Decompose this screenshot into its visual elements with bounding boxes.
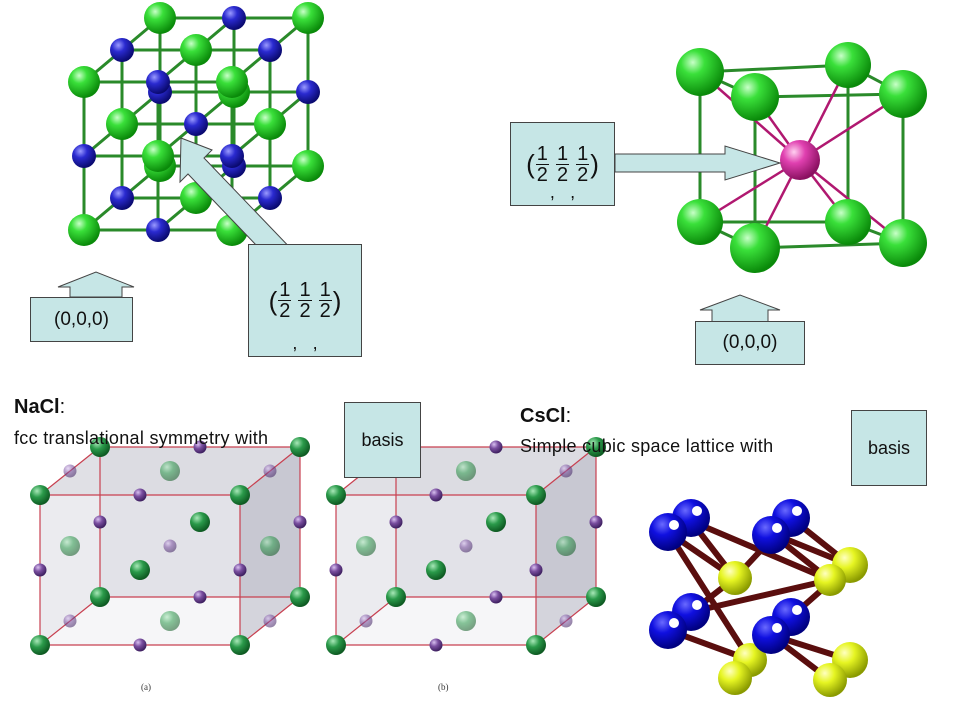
cl-atom	[290, 437, 310, 457]
cl-atom	[160, 611, 180, 631]
cl-atom	[356, 536, 376, 556]
na-atom	[63, 614, 77, 628]
na-atom	[389, 515, 403, 529]
cl-atom	[326, 485, 346, 505]
cl-atom	[180, 34, 212, 66]
cl-atom	[326, 635, 346, 655]
na-atom	[146, 70, 170, 94]
cl-atom	[60, 536, 80, 556]
nacl-cube-figure-b	[326, 437, 606, 655]
cl-atom	[68, 66, 100, 98]
na-atom	[263, 614, 277, 628]
na-atom	[233, 563, 247, 577]
na-atom	[263, 464, 277, 478]
na-atom	[459, 539, 473, 553]
cl-atom	[190, 512, 210, 532]
na-atom	[489, 590, 503, 604]
na-atom	[589, 515, 603, 529]
cscl-basis-arrow	[614, 145, 782, 181]
na-atom	[110, 38, 134, 62]
na-atom	[193, 590, 207, 604]
cl-atom	[292, 2, 324, 34]
paren-close: )	[332, 285, 342, 316]
nacl-lattice-model	[68, 2, 324, 246]
na-atom	[429, 638, 443, 652]
cl-atom	[90, 587, 110, 607]
cl-atom	[254, 108, 286, 140]
cl-atom	[456, 611, 476, 631]
na-atom	[193, 440, 207, 454]
na-atom	[258, 186, 282, 210]
cl-atom	[216, 66, 248, 98]
nacl-description: fcc translational symmetry with	[14, 428, 269, 448]
cl-atom	[130, 560, 150, 580]
cl-atom	[526, 485, 546, 505]
na-atom	[72, 144, 96, 168]
nacl-origin-label: (0,0,0)	[30, 297, 133, 342]
na-atom	[429, 488, 443, 502]
cl-atom	[486, 512, 506, 532]
cscl-origin-label: (0,0,0)	[695, 321, 805, 365]
cl-atom	[230, 635, 250, 655]
cl-atom	[292, 150, 324, 182]
na-atom	[63, 464, 77, 478]
na-atom	[220, 144, 244, 168]
na-atom	[258, 38, 282, 62]
figure-b-caption: (b)	[438, 682, 449, 692]
nacl-basis-box: basis	[344, 402, 421, 478]
paren-open: (	[268, 285, 278, 316]
cl-atom	[160, 461, 180, 481]
cscl-lattice-model	[676, 42, 927, 273]
cl-atom	[526, 635, 546, 655]
cl-atom	[260, 536, 280, 556]
cl-atom	[90, 437, 110, 457]
cl-atom	[386, 587, 406, 607]
cl-atom	[30, 635, 50, 655]
cl-atom	[30, 485, 50, 505]
cl-atom	[556, 536, 576, 556]
cl-atom	[586, 437, 606, 457]
cl-atom	[290, 587, 310, 607]
na-atom	[184, 112, 208, 136]
nacl-origin-arrow	[57, 271, 135, 298]
nacl-cube-figure-a	[30, 437, 310, 655]
na-atom	[163, 539, 177, 553]
nacl-title: NaCl:	[14, 396, 66, 418]
cl-atom	[230, 485, 250, 505]
cl-atom	[68, 214, 100, 246]
cl-atom	[142, 140, 174, 172]
na-atom	[529, 563, 543, 577]
na-atom	[146, 218, 170, 242]
figure-a-caption: (a)	[141, 682, 151, 692]
na-atom	[296, 80, 320, 104]
cl-atom	[144, 2, 176, 34]
na-atom	[222, 6, 246, 30]
cscl-title: CsCl:	[520, 405, 572, 427]
na-atom	[133, 488, 147, 502]
na-atom	[559, 464, 573, 478]
na-atom	[329, 563, 343, 577]
na-atom	[293, 515, 307, 529]
cscl-basis-box: basis	[851, 410, 927, 486]
cscl-origin-arrow	[699, 294, 781, 323]
cl-atom	[426, 560, 446, 580]
na-atom	[559, 614, 573, 628]
na-atom	[489, 440, 503, 454]
cl-atom	[106, 108, 138, 140]
na-atom	[110, 186, 134, 210]
na-atom	[33, 563, 47, 577]
na-atom	[133, 638, 147, 652]
cscl-description: Simple cubic space lattice with	[520, 436, 774, 456]
cscl-sphere-model	[649, 499, 868, 697]
na-atom	[359, 614, 373, 628]
na-atom	[93, 515, 107, 529]
cl-atom	[456, 461, 476, 481]
cl-atom	[586, 587, 606, 607]
